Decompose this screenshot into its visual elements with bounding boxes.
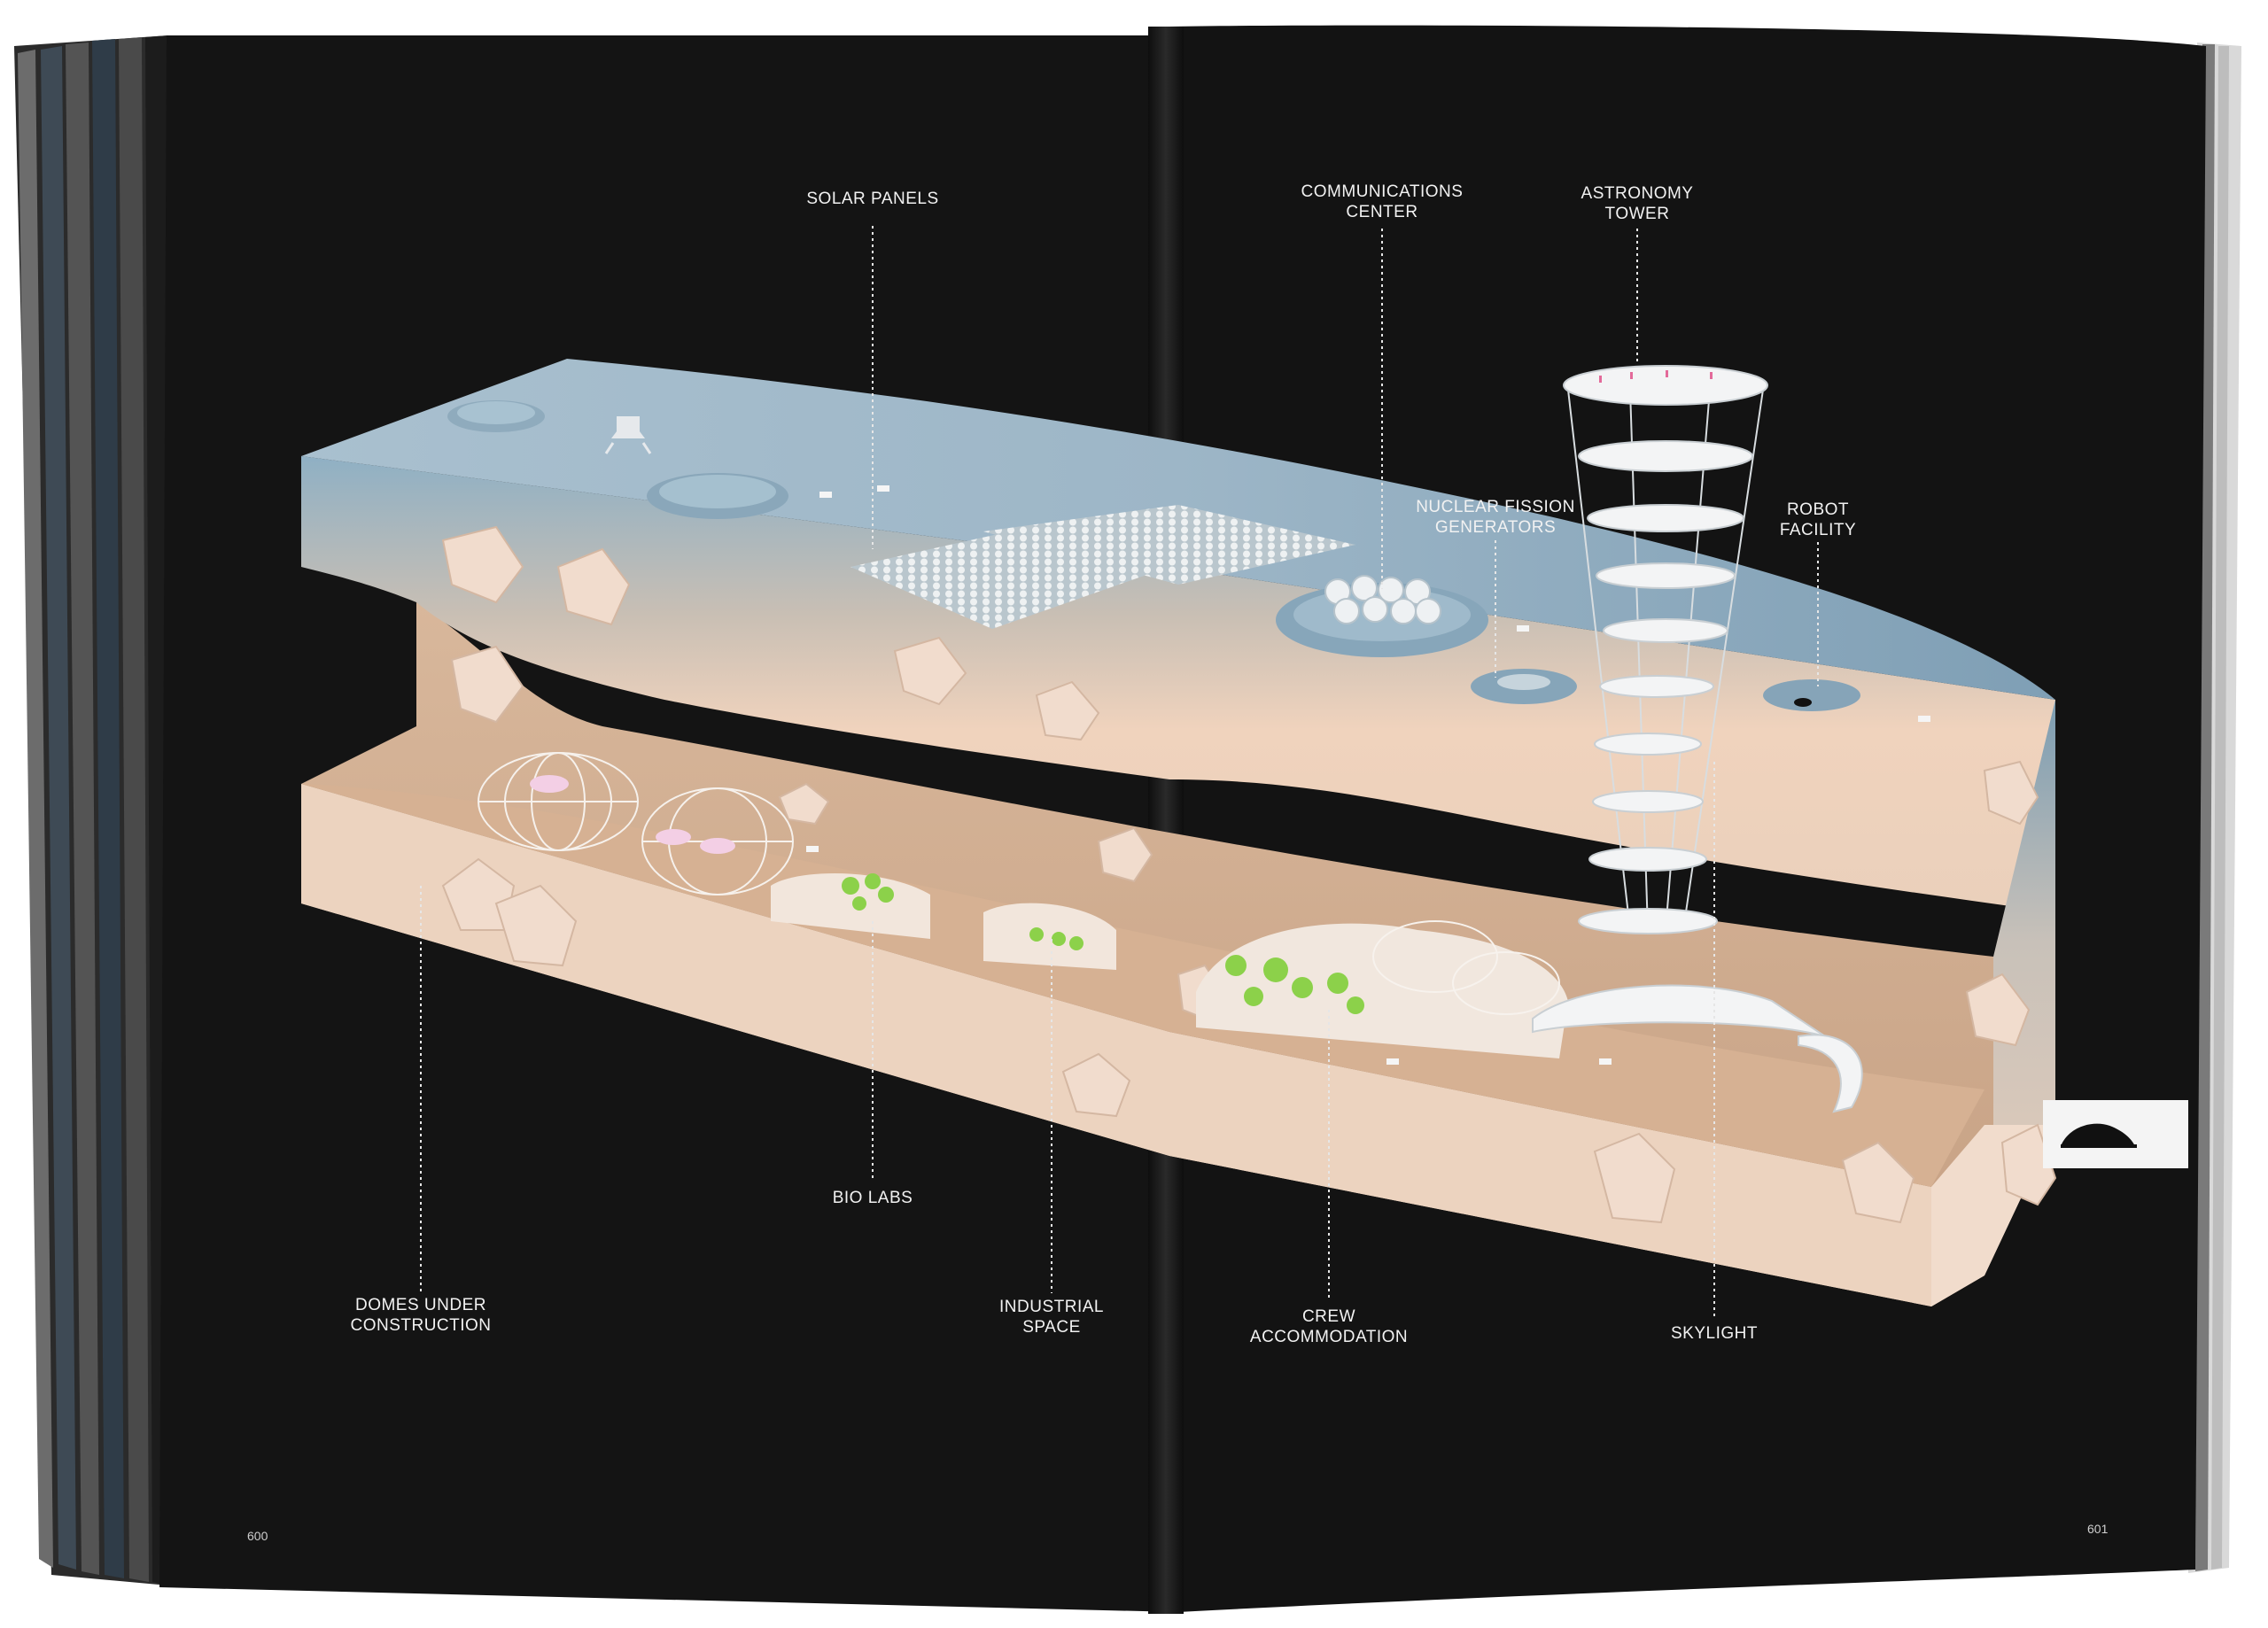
label-line: SOLAR PANELS — [806, 190, 939, 208]
section-tab — [2043, 1100, 2188, 1168]
label-solar-panels: SOLAR PANELS — [806, 189, 938, 209]
label-line: NUCLEAR FISSION — [1416, 498, 1575, 516]
label-line: ACCOMMODATION — [1249, 1328, 1409, 1346]
label-astronomy-tower: ASTRONOMY TOWER — [1581, 183, 1694, 224]
leader-lines — [420, 226, 1819, 1318]
label-bio-labs: BIO LABS — [833, 1188, 913, 1208]
label-line: ROBOT — [1786, 500, 1850, 519]
label-communications-center: COMMUNICATIONS CENTER — [1301, 182, 1464, 222]
label-robot-facility: ROBOT FACILITY — [1780, 500, 1856, 540]
dome-tab-icon — [2061, 1123, 2137, 1148]
page-number-left: 600 — [247, 1529, 268, 1543]
label-line: INDUSTRIAL — [999, 1298, 1104, 1316]
label-line: BIO LABS — [832, 1189, 913, 1207]
label-line: COMMUNICATIONS — [1301, 182, 1464, 201]
label-line: ASTRONOMY — [1581, 184, 1694, 203]
label-nuclear-fission-generators: NUCLEAR FISSION GENERATORS — [1416, 497, 1575, 538]
page-number-right: 601 — [2087, 1522, 2109, 1536]
label-skylight: SKYLIGHT — [1671, 1323, 1758, 1344]
label-domes-under-construction: DOMES UNDER CONSTRUCTION — [350, 1295, 491, 1336]
label-line: CREW — [1301, 1307, 1356, 1326]
label-line: SKYLIGHT — [1671, 1324, 1758, 1343]
spine — [1148, 27, 1184, 1614]
label-line: DOMES UNDER — [354, 1296, 486, 1314]
label-crew-accommodation: CREW ACCOMMODATION — [1250, 1306, 1408, 1347]
label-line: CENTER — [1346, 203, 1418, 221]
label-line: SPACE — [1022, 1318, 1081, 1337]
label-line: FACILITY — [1779, 521, 1857, 539]
label-line: TOWER — [1604, 205, 1670, 223]
label-line: CONSTRUCTION — [350, 1316, 492, 1335]
lunar-base-illustration — [301, 359, 2057, 1306]
label-industrial-space: INDUSTRIAL SPACE — [999, 1297, 1104, 1337]
label-line: GENERATORS — [1434, 518, 1557, 537]
astronomy-tower — [1532, 365, 1863, 1113]
